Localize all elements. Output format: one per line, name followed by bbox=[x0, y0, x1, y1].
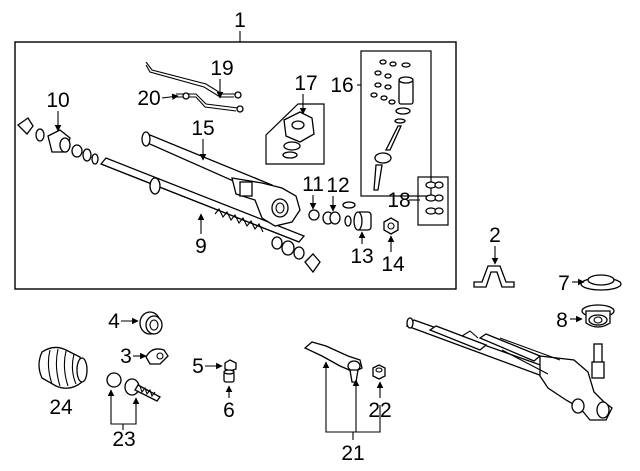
callout-22: 22 bbox=[368, 399, 391, 422]
tie-rod-nut bbox=[372, 364, 386, 380]
mount-8 bbox=[581, 304, 615, 328]
callout-13: 13 bbox=[350, 245, 373, 268]
pinion-kit bbox=[370, 59, 414, 191]
callout-16: 16 bbox=[330, 74, 353, 97]
callout-1: 1 bbox=[234, 9, 246, 32]
bolt-5 bbox=[224, 359, 237, 372]
callout-20-leader bbox=[161, 93, 179, 101]
mount-7 bbox=[580, 274, 622, 291]
callout-3: 3 bbox=[120, 345, 132, 368]
callout-23: 23 bbox=[112, 428, 135, 451]
callout-10: 10 bbox=[46, 89, 69, 112]
callout-23-bracket bbox=[110, 411, 137, 425]
seal-kit-18 bbox=[425, 181, 444, 215]
callout-5: 5 bbox=[192, 355, 204, 378]
callout-19: 19 bbox=[210, 57, 233, 80]
right-end-parts bbox=[271, 236, 321, 274]
steering-gear-assembly bbox=[405, 317, 613, 421]
boot-clamp bbox=[145, 348, 169, 365]
steering-rack bbox=[99, 157, 306, 243]
callout-2: 2 bbox=[489, 224, 501, 247]
callout-7: 7 bbox=[558, 272, 570, 295]
callout-4: 4 bbox=[108, 310, 120, 333]
rack-boot bbox=[38, 346, 88, 389]
inner-tie-rod bbox=[106, 372, 161, 402]
left-end-parts bbox=[16, 117, 99, 165]
kit-18-box bbox=[417, 176, 449, 226]
callout-18: 18 bbox=[387, 189, 410, 212]
valve-body bbox=[282, 111, 315, 159]
callout-11: 11 bbox=[302, 173, 324, 196]
callout-15: 15 bbox=[191, 117, 214, 140]
callout-9: 9 bbox=[195, 235, 207, 258]
tie-rod-end bbox=[303, 341, 363, 383]
grommet bbox=[139, 311, 163, 335]
callout-21: 21 bbox=[341, 442, 364, 465]
nut-6 bbox=[223, 369, 235, 383]
callout-12: 12 bbox=[326, 174, 349, 197]
kit-16-box bbox=[360, 50, 432, 197]
gear-housing bbox=[141, 131, 301, 227]
callout-24: 24 bbox=[49, 396, 73, 419]
callout-20: 20 bbox=[137, 87, 160, 110]
feed-pipes bbox=[145, 61, 244, 113]
callout-6: 6 bbox=[223, 399, 235, 422]
small-parts-11-14 bbox=[308, 201, 399, 235]
kit-17-box bbox=[265, 103, 325, 165]
mounting-bracket bbox=[473, 265, 515, 288]
callout-17: 17 bbox=[294, 72, 317, 95]
callout-14: 14 bbox=[381, 253, 405, 276]
assembly-frame bbox=[14, 41, 457, 290]
callout-8: 8 bbox=[556, 309, 568, 332]
